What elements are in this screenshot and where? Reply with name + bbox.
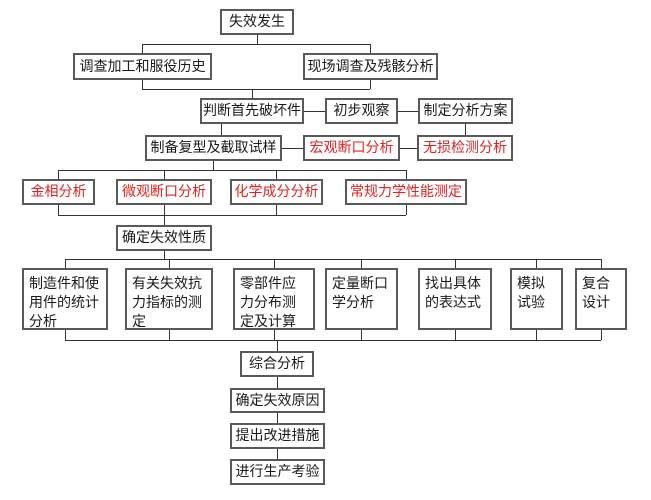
- connector-line: [142, 44, 143, 53]
- connector-line: [601, 330, 602, 340]
- connector-line: [277, 340, 278, 351]
- node-mechanical-properties: 常规力学性能测定: [345, 179, 467, 205]
- connector-line: [406, 205, 407, 215]
- connector-line: [282, 148, 303, 149]
- connector-line: [65, 330, 66, 340]
- connector-line: [398, 111, 418, 112]
- connector-line: [277, 449, 278, 459]
- node-prepare-samples: 制备复型及截取试样: [145, 135, 282, 161]
- connector-line: [142, 44, 370, 45]
- connector-line: [361, 330, 362, 340]
- connector-line: [142, 80, 143, 89]
- connector-line: [276, 170, 277, 179]
- node-resistance-indicators: 有关失效抗力指标的测定: [125, 268, 213, 330]
- connector-line: [601, 259, 602, 268]
- connector-line: [277, 413, 278, 423]
- connector-line: [361, 259, 362, 268]
- connector-line: [142, 89, 370, 90]
- connector-line: [536, 330, 537, 340]
- node-metallographic: 金相分析: [22, 179, 95, 205]
- connector-line: [276, 205, 277, 215]
- node-stress-distribution: 零部件应力分布测定及计算: [233, 268, 315, 330]
- node-improvement-measures: 提出改进措施: [230, 423, 325, 449]
- connector-line: [455, 259, 456, 268]
- connector-line: [164, 251, 165, 259]
- connector-line: [58, 170, 59, 179]
- node-comprehensive-analysis: 综合分析: [240, 351, 314, 377]
- connector-line: [304, 111, 325, 112]
- connector-line: [536, 259, 537, 268]
- connector-line: [164, 215, 165, 225]
- node-failure-occurs: 失效发生: [220, 9, 294, 35]
- connector-line: [65, 259, 601, 260]
- node-composite-design: 复合设计: [575, 268, 627, 330]
- node-site-investigation: 现场调查及残骸分析: [303, 53, 438, 80]
- connector-line: [58, 205, 59, 215]
- connector-line: [213, 161, 214, 170]
- node-first-failed-part: 判断首先破坏件: [200, 98, 304, 124]
- node-statistical-analysis: 制造件和使用件的统计分析: [22, 268, 108, 330]
- connector-line: [221, 124, 222, 135]
- node-investigate-history: 调查加工和服役历史: [73, 53, 212, 80]
- connector-line: [370, 80, 371, 89]
- connector-line: [58, 170, 406, 171]
- connector-line: [274, 330, 275, 340]
- connector-line: [455, 330, 456, 340]
- node-simulation-test: 模拟试验: [510, 268, 563, 330]
- node-ndt-analysis: 无损检测分析: [417, 135, 513, 161]
- connector-line: [370, 44, 371, 53]
- connector-line: [257, 35, 258, 44]
- connector-line: [164, 170, 165, 179]
- connector-line: [465, 124, 466, 135]
- node-analysis-plan: 制定分析方案: [418, 98, 513, 124]
- connector-line: [169, 259, 170, 268]
- connector-line: [400, 148, 417, 149]
- connector-line: [164, 205, 165, 215]
- connector-line: [58, 215, 406, 216]
- node-macro-fracture: 宏观断口分析: [303, 135, 400, 161]
- connector-line: [277, 377, 278, 388]
- node-production-test: 进行生产考验: [230, 459, 325, 485]
- connector-line: [274, 259, 275, 268]
- node-specific-expression: 找出具体的表达式: [418, 268, 492, 330]
- connector-line: [65, 259, 66, 268]
- connector-line: [406, 170, 407, 179]
- node-quantitative-fractography: 定量断口学分析: [325, 268, 398, 330]
- node-micro-fracture: 微观断口分析: [116, 179, 212, 205]
- connector-line: [252, 89, 253, 98]
- connector-line: [65, 340, 601, 341]
- node-failure-nature: 确定失效性质: [116, 225, 212, 251]
- node-chemical-composition: 化学成分分析: [230, 179, 323, 205]
- connector-line: [169, 330, 170, 340]
- node-preliminary-observation: 初步观察: [325, 98, 398, 124]
- node-failure-cause: 确定失效原因: [230, 388, 325, 413]
